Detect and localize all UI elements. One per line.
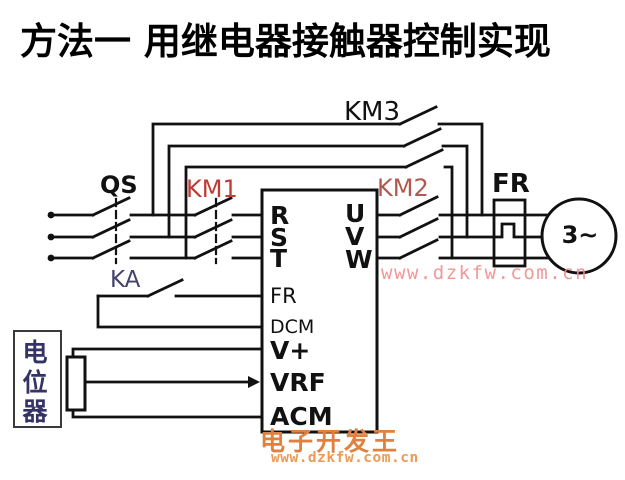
qs-disconnect-switch (49, 196, 197, 265)
terminal-dcm: DCM (270, 316, 315, 338)
page-title: 方法一 用继电器接触器控制实现 (20, 19, 551, 63)
potentiometer-circuit (13, 330, 264, 428)
terminal-fr: FR (270, 284, 297, 308)
ka-relay-label: KA (110, 267, 141, 293)
terminal-w: W (345, 245, 373, 274)
motor-label: 3~ (561, 221, 599, 249)
vrf-arrowhead-icon (248, 376, 260, 388)
potentiometer-label-box (13, 330, 62, 428)
inverter-box (260, 188, 379, 434)
terminal-acm: ACM (270, 402, 333, 431)
terminal-v: V (345, 222, 365, 251)
watermark-url-bottom: www.dzkfw.com.cn (271, 450, 419, 466)
terminal-r: R (270, 201, 290, 230)
v-plus-wire (71, 347, 264, 359)
terminal-s: S (270, 223, 289, 252)
watermark-logo-text: 电子开发王 (260, 427, 401, 456)
terminal-u: U (345, 199, 366, 228)
km2-contactor-label: KM2 (377, 174, 429, 202)
km3-contactor-label: KM3 (344, 97, 401, 127)
terminal-v-plus: V+ (270, 336, 311, 365)
km1-contactor-contacts (193, 196, 264, 265)
fr-relay-label: FR (492, 169, 530, 199)
km1-contactor-label: KM1 (186, 175, 238, 203)
potentiometer-resistor (65, 355, 87, 412)
qs-switch-label: QS (100, 171, 138, 199)
motor-circle (540, 197, 618, 275)
ka-relay-contact (96, 278, 264, 329)
terminal-vrf: VRF (270, 368, 326, 397)
acm-wire (71, 408, 264, 419)
potentiometer-label: 电位器 (22, 338, 48, 426)
watermark-url-center: www.dzkfw.com.cn (381, 262, 589, 284)
km3-bypass-contacts (151, 105, 484, 260)
km2-contactor-contacts (375, 195, 562, 260)
terminal-t: T (270, 244, 288, 273)
thermal-relay-fr-box (492, 198, 527, 268)
